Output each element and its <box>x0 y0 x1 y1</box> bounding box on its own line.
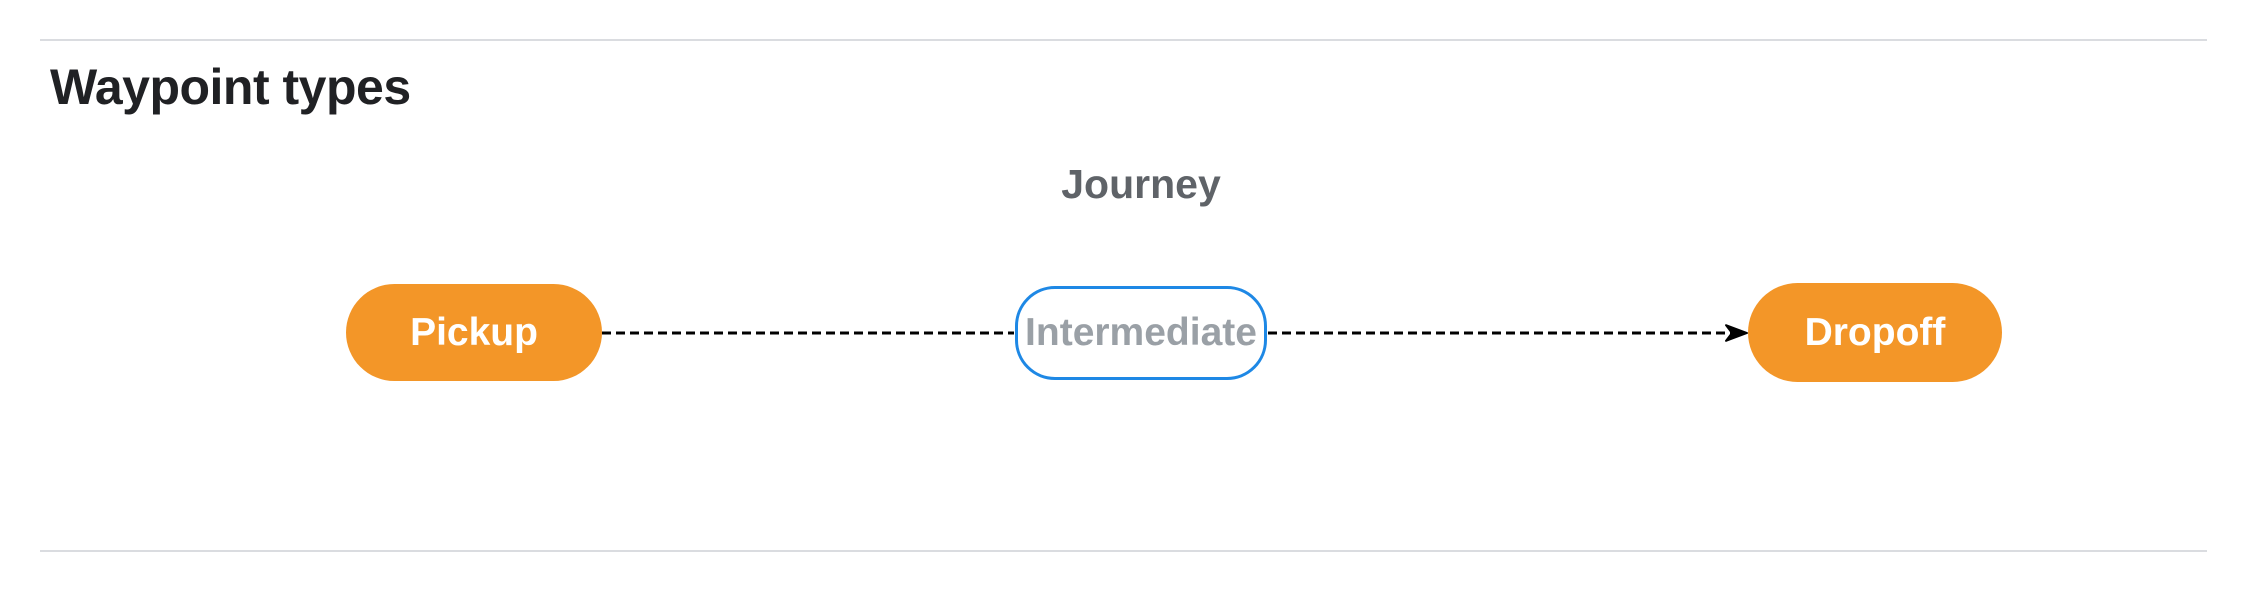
top-divider <box>40 39 2207 41</box>
node-intermediate: Intermediate <box>1015 286 1267 380</box>
node-intermediate-label: Intermediate <box>1025 311 1257 354</box>
node-dropoff: Dropoff <box>1748 283 2002 382</box>
bottom-divider <box>40 550 2207 552</box>
node-pickup-label: Pickup <box>410 310 538 354</box>
node-dropoff-label: Dropoff <box>1804 310 1946 354</box>
arrowhead-icon <box>1725 324 1748 342</box>
node-pickup: Pickup <box>346 284 602 381</box>
journey-group-label: Journey <box>1061 161 1221 207</box>
page-title: Waypoint types <box>50 59 411 115</box>
